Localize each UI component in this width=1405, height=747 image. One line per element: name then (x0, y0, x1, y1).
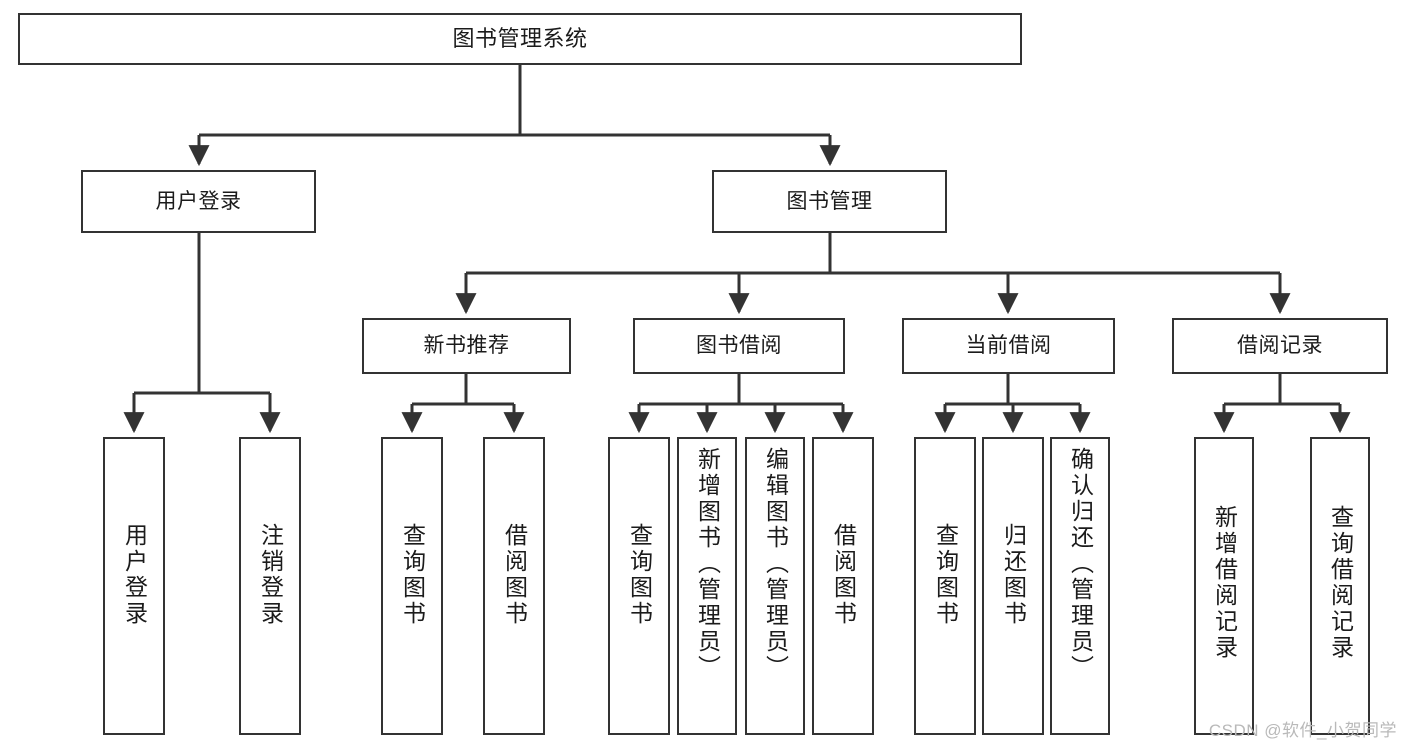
node-leaf-borrow-book-1[interactable]: 借阅图书 (483, 437, 545, 735)
node-new-book-recommend[interactable]: 新书推荐 (362, 318, 571, 374)
node-leaf-user-login-label: 用户登录 (121, 523, 148, 627)
node-leaf-confirm-return[interactable]: 确认归还（管理员） (1050, 437, 1110, 735)
node-leaf-edit-book[interactable]: 编辑图书（管理员） (745, 437, 805, 735)
node-leaf-confirm-return-label: 确认归还（管理员） (1067, 447, 1094, 681)
node-leaf-query-book-3[interactable]: 查询图书 (914, 437, 976, 735)
node-leaf-logout-label: 注销登录 (257, 523, 284, 627)
node-leaf-add-book[interactable]: 新增图书（管理员） (677, 437, 737, 735)
node-leaf-logout[interactable]: 注销登录 (239, 437, 301, 735)
node-leaf-add-record[interactable]: 新增借阅记录 (1194, 437, 1254, 735)
node-leaf-return-book-label: 归还图书 (1000, 523, 1027, 627)
node-leaf-query-book-2[interactable]: 查询图书 (608, 437, 670, 735)
node-leaf-borrow-book-2[interactable]: 借阅图书 (812, 437, 874, 735)
node-book-borrow-label: 图书借阅 (696, 334, 782, 358)
node-book-management-label: 图书管理 (786, 189, 873, 213)
node-leaf-add-record-label: 新增借阅记录 (1211, 505, 1238, 661)
node-leaf-borrow-book-2-label: 借阅图书 (830, 523, 857, 627)
node-borrow-record-label: 借阅记录 (1237, 334, 1323, 358)
node-leaf-query-book-2-label: 查询图书 (626, 523, 653, 627)
node-user-login[interactable]: 用户登录 (81, 170, 316, 233)
node-root[interactable]: 图书管理系统 (18, 13, 1022, 65)
node-leaf-query-book-1[interactable]: 查询图书 (381, 437, 443, 735)
node-book-borrow[interactable]: 图书借阅 (633, 318, 845, 374)
node-root-label: 图书管理系统 (452, 25, 588, 51)
node-user-login-label: 用户登录 (155, 189, 242, 213)
node-leaf-query-book-3-label: 查询图书 (932, 523, 959, 627)
node-current-borrow-label: 当前借阅 (965, 334, 1052, 358)
node-leaf-query-book-1-label: 查询图书 (399, 523, 426, 627)
node-leaf-query-record[interactable]: 查询借阅记录 (1310, 437, 1370, 735)
watermark: CSDN @软件_小贺同学 (1208, 721, 1397, 740)
node-borrow-record[interactable]: 借阅记录 (1172, 318, 1388, 374)
node-new-book-recommend-label: 新书推荐 (423, 334, 510, 358)
node-leaf-query-record-label: 查询借阅记录 (1327, 505, 1354, 661)
node-leaf-add-book-label: 新增图书（管理员） (694, 447, 721, 681)
node-leaf-return-book[interactable]: 归还图书 (982, 437, 1044, 735)
node-leaf-edit-book-label: 编辑图书（管理员） (762, 447, 789, 681)
node-book-management[interactable]: 图书管理 (712, 170, 947, 233)
node-current-borrow[interactable]: 当前借阅 (902, 318, 1115, 374)
node-leaf-user-login[interactable]: 用户登录 (103, 437, 165, 735)
node-leaf-borrow-book-1-label: 借阅图书 (501, 523, 528, 627)
